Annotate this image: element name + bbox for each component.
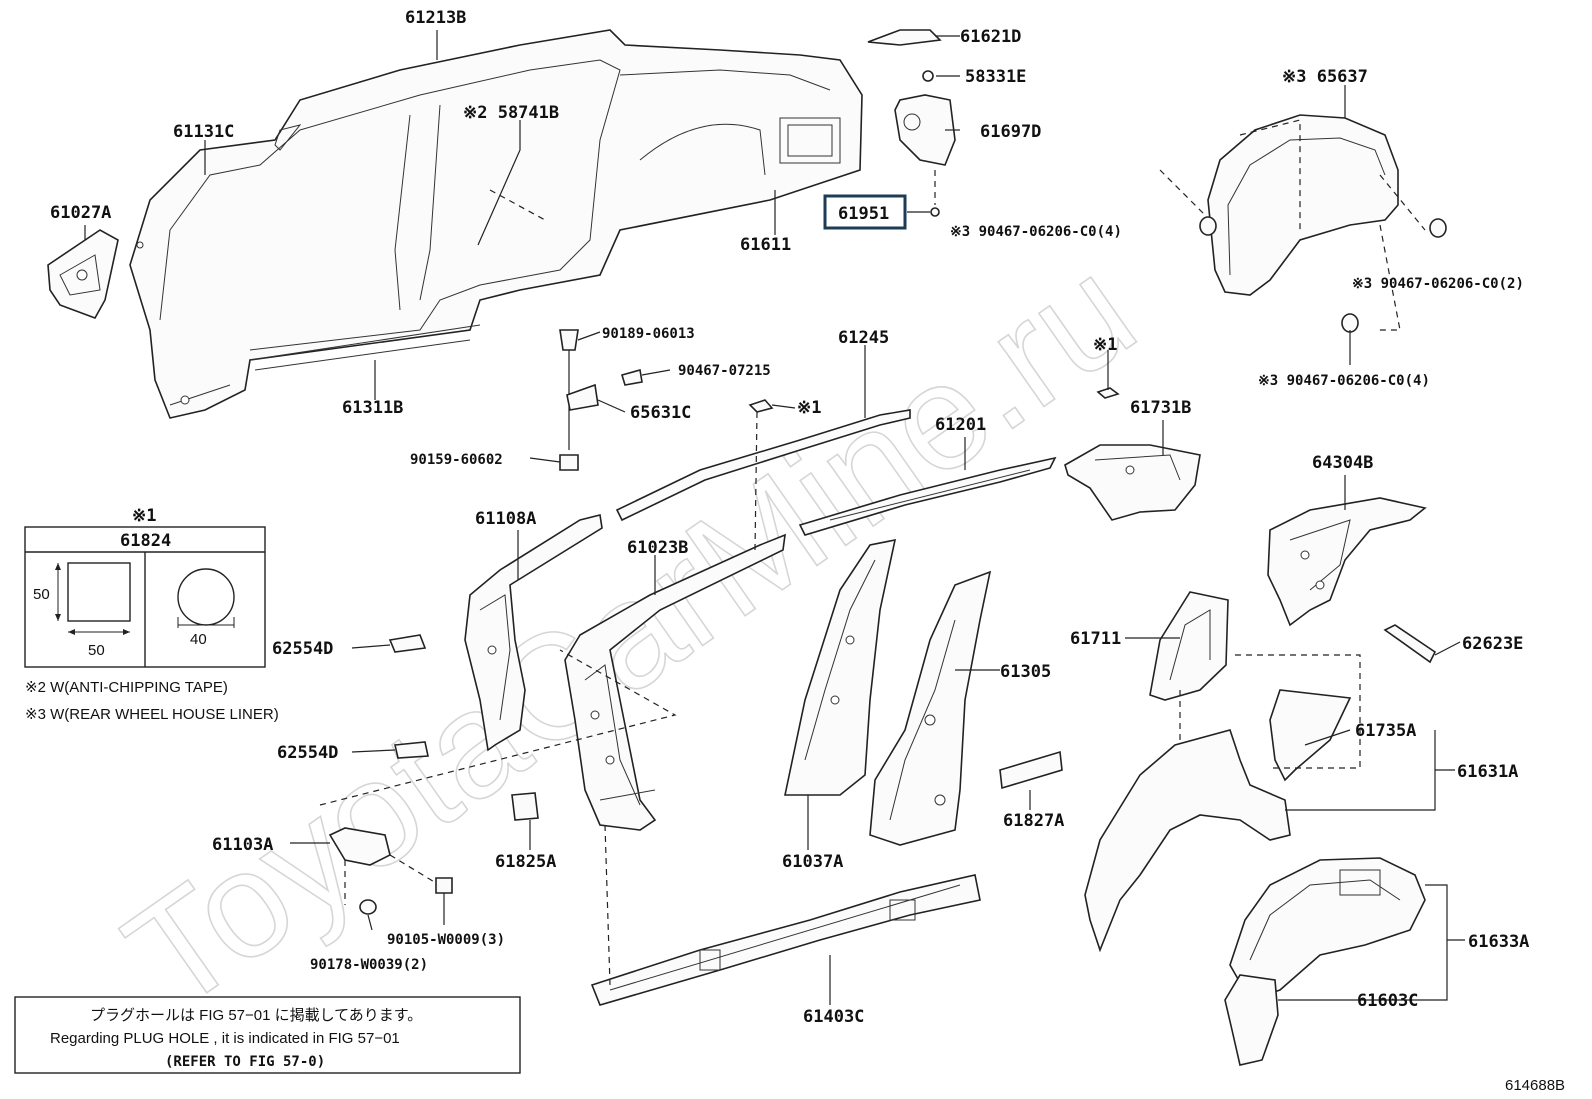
pillar-61037A-drawing (784, 538, 897, 796)
label-90467-06206-C0-4-top[interactable]: ※3 90467-06206-C0(4) (950, 224, 1122, 240)
label-61603C[interactable]: 61603C (1357, 991, 1418, 1011)
plug-dim-diameter: 40 (190, 631, 207, 648)
plug-dim-width: 50 (88, 642, 105, 659)
wheel-house-liner-drawing (1159, 114, 1447, 333)
rocker-61403C-drawing (590, 874, 981, 1006)
label-61131C[interactable]: 61131C (173, 122, 234, 142)
label-61023B[interactable]: 61023B (627, 538, 688, 558)
label-61108A[interactable]: 61108A (475, 509, 536, 529)
plug-table-mark: ※1 (132, 506, 156, 526)
side-outer-panel-drawing (129, 29, 863, 419)
pillar-61108A-drawing (388, 514, 603, 759)
label-61951[interactable]: 61951 (838, 204, 889, 224)
figure-code: 614688B (1505, 1077, 1565, 1094)
small-parts-top-drawing (867, 29, 956, 217)
label-61633A[interactable]: 61633A (1468, 932, 1529, 952)
label-61305[interactable]: 61305 (1000, 662, 1051, 682)
wheel-arch-61631A-drawing (1084, 624, 1437, 953)
plug-hole-info-box: プラグホールは FIG 57−01 に掲載してあります。 Regarding P… (14, 996, 521, 1074)
plug-table-part[interactable]: 61824 (120, 531, 171, 551)
label-61711[interactable]: 61711 (1070, 629, 1121, 649)
label-61037A[interactable]: 61037A (782, 852, 843, 872)
fasteners-65631C-drawing (559, 329, 643, 471)
roof-rail-61245-drawing (615, 399, 911, 522)
label-90159-60602[interactable]: 90159-60602 (410, 452, 503, 468)
roof-side-inner-61201-drawing (798, 456, 1057, 536)
label-61825A[interactable]: 61825A (495, 852, 556, 872)
note-rear-wheel-house-liner: ※3 W(REAR WHEEL HOUSE LINER) (25, 706, 279, 723)
label-65637[interactable]: ※3 65637 (1282, 67, 1368, 87)
panel-61711-drawing (1149, 591, 1229, 701)
label-61027A[interactable]: 61027A (50, 203, 111, 223)
plug-hole-table: ※1 61824 50 50 40 (24, 506, 266, 668)
label-90467-07215[interactable]: 90467-07215 (678, 363, 771, 379)
label-90467-06206-C0-2[interactable]: ※3 90467-06206-C0(2) (1352, 276, 1524, 292)
label-62623E[interactable]: 62623E (1462, 634, 1523, 654)
label-61201[interactable]: 61201 (935, 415, 986, 435)
label-mark1-roof: ※1 (797, 398, 821, 418)
label-61621D[interactable]: 61621D (960, 27, 1021, 47)
info-line-japanese: プラグホールは FIG 57−01 に掲載してあります。 (90, 1007, 422, 1024)
label-90178-W0039[interactable]: 90178-W0039(2) (310, 957, 428, 973)
inner-wheel-house-61633A-drawing (1224, 857, 1426, 1066)
note-anti-chipping-tape: ※2 W(ANTI-CHIPPING TAPE) (25, 679, 228, 696)
label-61735A[interactable]: 61735A (1355, 721, 1416, 741)
panel-61731B-drawing (1064, 387, 1201, 521)
label-90467-06206-C0-4-bottom[interactable]: ※3 90467-06206-C0(4) (1258, 373, 1430, 389)
label-61631A[interactable]: 61631A (1457, 762, 1518, 782)
label-58741B[interactable]: ※2 58741B (463, 103, 559, 123)
leader-lines (84, 30, 1465, 1005)
info-line-english: Regarding PLUG HOLE , it is indicated in… (50, 1030, 400, 1047)
label-61827A[interactable]: 61827A (1003, 811, 1064, 831)
pillar-61305-drawing (869, 570, 1063, 846)
label-61731B[interactable]: 61731B (1130, 398, 1191, 418)
part-labels: 61213B 61621D 58331E 61697D ※2 58741B 61… (50, 8, 1529, 1027)
label-90105-W0009[interactable]: 90105-W0009(3) (387, 932, 505, 948)
highlight-box-61951 (823, 194, 907, 230)
label-90189-06013[interactable]: 90189-06013 (602, 326, 695, 342)
refer-to-fig-link[interactable]: (REFER TO FIG 57-0) (165, 1054, 325, 1070)
label-61245[interactable]: 61245 (838, 328, 889, 348)
label-61311B[interactable]: 61311B (342, 398, 403, 418)
label-64304B[interactable]: 64304B (1312, 453, 1373, 473)
label-61403C[interactable]: 61403C (803, 1007, 864, 1027)
label-61103A[interactable]: 61103A (212, 835, 273, 855)
label-65631C[interactable]: 65631C (630, 403, 691, 423)
label-58331E[interactable]: 58331E (965, 67, 1026, 87)
label-61697D[interactable]: 61697D (980, 122, 1041, 142)
label-mark1-right: ※1 (1093, 335, 1117, 355)
bracket-61027A-drawing (47, 229, 119, 319)
panel-64304B-drawing (1267, 497, 1427, 627)
label-62554D-upper[interactable]: 62554D (272, 639, 333, 659)
plug-square-shape (67, 562, 131, 622)
pillar-61023B-drawing (511, 533, 786, 831)
label-62554D-lower[interactable]: 62554D (277, 743, 338, 763)
plug-dim-height: 50 (33, 586, 50, 603)
label-61213B[interactable]: 61213B (405, 8, 466, 28)
label-61611[interactable]: 61611 (740, 235, 791, 255)
